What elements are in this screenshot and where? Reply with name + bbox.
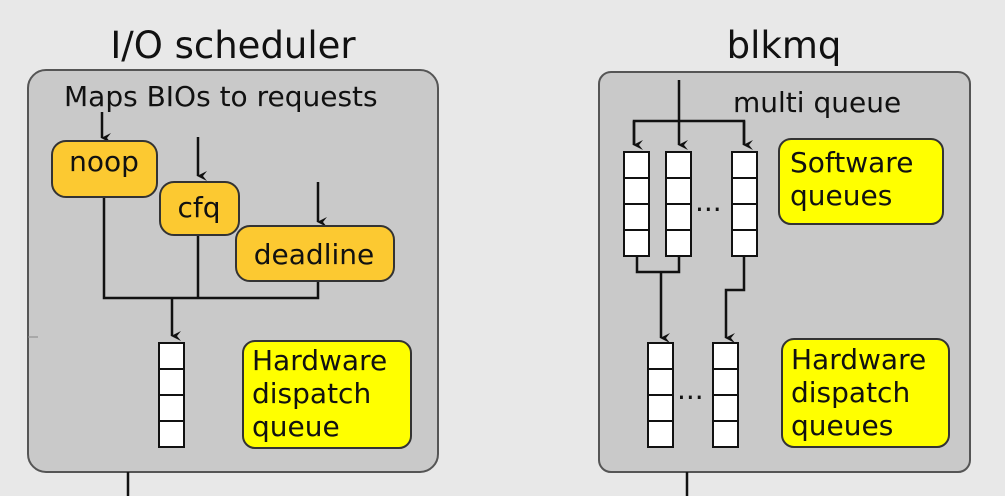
right-caption: multi queue [733, 86, 901, 119]
software-label-line-1: Software [790, 146, 913, 179]
software-queues-ellipsis: ... [695, 185, 722, 218]
software-queue-2 [665, 151, 692, 257]
left-title: I/O scheduler [110, 24, 356, 67]
software-queue-3 [731, 151, 758, 257]
left-dispatch-line-1: Hardware [252, 344, 387, 377]
arrow-into-hw-queue-2 [724, 256, 746, 343]
right-title: blkmq [727, 24, 842, 67]
left-caption: Maps BIOs to requests [64, 80, 378, 113]
software-queues-label: Software queues [778, 138, 944, 225]
right-dispatch-line-1: Hardware [791, 343, 926, 376]
scheduler-noop-label: noop [69, 145, 139, 178]
blkmq-panel: blkmq multi queue ... [598, 24, 971, 496]
left-dispatch-line-3: queue [252, 410, 340, 443]
merge-wire-noop-deadline [102, 196, 320, 300]
hardware-queue-2 [712, 342, 739, 448]
hardware-queues-ellipsis: ... [677, 373, 704, 406]
scheduler-noop: noop [51, 140, 158, 198]
scheduler-deadline-label: deadline [254, 238, 374, 271]
merge-wire-sw-left [635, 256, 681, 274]
software-queue-1 [623, 151, 650, 257]
left-hardware-dispatch-label: Hardware dispatch queue [242, 340, 412, 449]
left-dispatch-queue [158, 342, 185, 448]
hardware-queue-1 [647, 342, 674, 448]
scheduler-cfq-label: cfq [177, 191, 220, 224]
software-label-line-2: queues [790, 179, 892, 212]
scheduler-deadline: deadline [235, 225, 395, 282]
right-hardware-dispatch-label: Hardware dispatch queues [781, 338, 950, 448]
right-dispatch-line-3: queues [791, 409, 893, 442]
right-dispatch-line-2: dispatch [791, 376, 910, 409]
io-scheduler-panel: I/O scheduler Maps BIOs to requests noop… [27, 24, 439, 496]
left-dispatch-line-2: dispatch [252, 377, 371, 410]
scheduler-cfq: cfq [159, 181, 240, 236]
